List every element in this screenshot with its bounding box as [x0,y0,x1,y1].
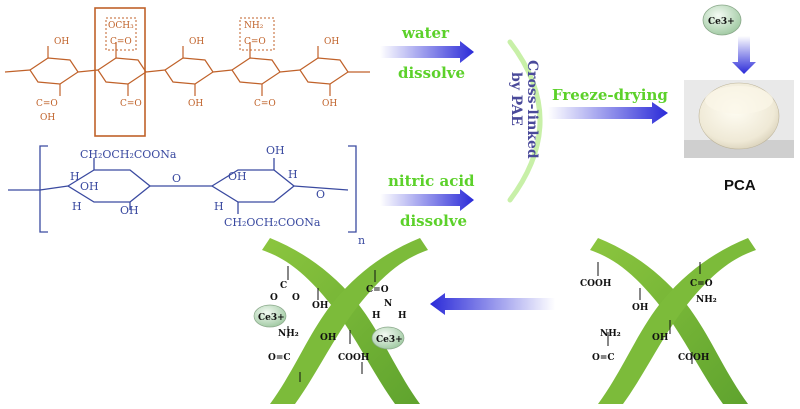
right-nh2b-label: NH₂ [600,329,621,339]
left-cooh-label: COOH [338,353,370,363]
ce-ion-top-label: Ce3+ [708,17,735,27]
cooh-oh-label-3: OH [322,99,337,109]
right-fiber-complex [590,238,756,404]
left-oh2-label: OH [320,333,337,343]
right-nh2a-label: NH₂ [696,295,717,305]
right-oh1-label: OH [632,303,649,313]
cooh-oh-label-1: OH [40,113,55,123]
right-oh2-label: OH [652,333,669,343]
cmc-oh-1: OH [80,180,99,193]
left-h1-label: H [372,311,381,321]
cmc-structure [8,145,357,233]
cooh-oh-label-2: OH [188,99,203,109]
oh-label-3: OH [324,37,339,47]
amine-label: NH₂ [244,21,264,31]
left-co-label: C=O [366,285,389,295]
left-ce-ion-1-label: Ce3+ [258,313,285,323]
crosslink-label-2: by PAE [508,72,524,126]
oh-label-2: OH [189,37,204,47]
crosslink-arc [507,39,543,203]
left-ce-ion-2 [371,326,405,350]
left-bonds [287,266,376,382]
crosslink-text-group: Cross-linked by PAE [508,60,540,159]
cmc-substituent-top: CH₂OCH₂COONa [80,148,177,161]
right-cooh2-label: COOH [678,353,710,363]
left-ce-ion-2-label: Ce3+ [376,335,403,345]
cmc-oh-3: OH [228,170,247,183]
left-c-label: C [280,281,287,291]
carbonyl-top-label: C=O [110,37,132,47]
arrow-left-complex [430,293,555,315]
cmc-h-2: H [72,200,82,213]
crosslink-label-1: Cross-linked [524,60,540,159]
nitric-acid-label: nitric acid [388,172,475,190]
cmc-o-end: O [316,188,325,201]
arrow-freeze [548,102,668,124]
freeze-drying-label: Freeze-drying [552,86,668,104]
highlight-box-left-inner [105,17,137,51]
left-oh1-label: OH [312,301,329,311]
cmc-h-3: H [214,200,224,213]
oh-label-1: OH [54,37,69,47]
left-nh-label: N [384,299,392,309]
chitosan-structure [4,42,370,96]
dissolve-bottom-label: dissolve [400,212,467,230]
highlight-box-left [94,7,146,137]
cmc-substituent-bottom: CH₂OCH₂COONa [224,216,321,229]
arrow-water [380,41,474,63]
left-o1-label: O [270,293,278,303]
cmc-h-1: H [70,170,80,183]
arrow-down-ce [732,36,756,74]
cmc-o-bridge: O [172,172,181,185]
cooh-o-label-1: C=O [36,99,58,109]
cmc-h-4: H [288,168,298,181]
right-bonds [597,262,701,364]
cooh-o-label-2: C=O [120,99,142,109]
carbonyl-mid-label: C=O [244,37,266,47]
dissolve-top-label: dissolve [398,64,465,82]
ce-ion-top [702,4,742,36]
arrow-nitric [380,189,474,211]
left-o2-label: O [292,293,300,303]
left-ce-ion-1 [253,304,287,328]
left-nh2-label: NH₂ [278,329,299,339]
acetyl-label: OCH₃ [108,21,134,31]
right-cooh1-label: COOH [580,279,612,289]
left-fiber-complex [262,238,428,404]
cmc-n-label: n [358,234,365,247]
water-label: water [401,24,450,42]
cmc-oh-2: OH [120,204,139,217]
pca-label: PCA [724,177,756,194]
cmc-oh-4: OH [266,144,285,157]
left-oc-label: O=C [268,353,291,363]
highlight-box-right [239,17,275,51]
right-oc-label: O=C [592,353,615,363]
left-h2-label: H [398,311,407,321]
cooh-o-label-3: C=O [254,99,276,109]
right-co-label: C=O [690,279,713,289]
